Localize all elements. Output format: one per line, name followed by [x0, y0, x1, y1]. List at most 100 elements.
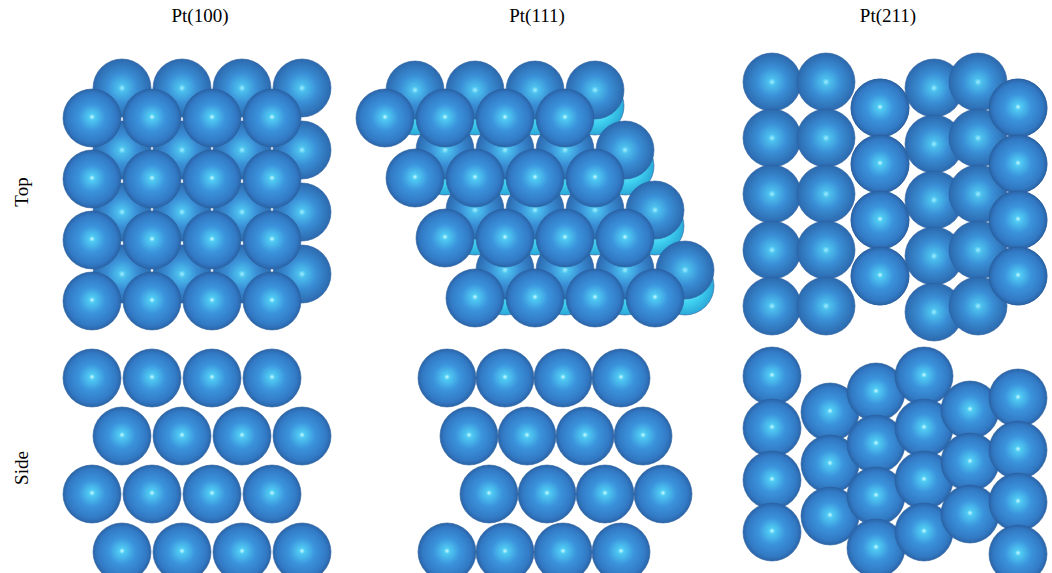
column-heading: Pt(211)	[860, 5, 916, 27]
pt-atom	[183, 349, 241, 407]
pt-atom	[851, 191, 909, 249]
pt-atom	[797, 221, 855, 279]
pt-atom	[797, 277, 855, 335]
pt-atom	[743, 165, 801, 223]
pt-atom	[243, 89, 301, 147]
pt-atom	[476, 349, 534, 407]
pt-atom	[183, 150, 241, 208]
pt-atom	[123, 465, 181, 523]
pt-atom	[123, 89, 181, 147]
column-heading: Pt(100)	[172, 5, 229, 27]
pt-atom	[626, 269, 684, 327]
pt-atom	[476, 89, 534, 147]
pt-atom	[123, 150, 181, 208]
row-heading: Side	[11, 451, 33, 485]
pt-atom	[536, 209, 594, 267]
pt-atom	[63, 211, 121, 269]
pt-atom	[243, 272, 301, 330]
pt-atom	[243, 150, 301, 208]
pt-atom	[153, 407, 211, 465]
pt-atom	[989, 191, 1047, 249]
pt-atom	[989, 421, 1047, 479]
pt-atom	[989, 369, 1047, 427]
pt-atom	[989, 191, 1047, 249]
pt-atom	[566, 149, 624, 207]
pt-atom	[273, 407, 331, 465]
pt-atom	[743, 399, 801, 457]
pt-atom	[243, 349, 301, 407]
pt-atom	[460, 465, 518, 523]
pt-atom	[534, 523, 592, 573]
pt-atom	[989, 135, 1047, 193]
pt-atom	[851, 79, 909, 137]
pt-atom	[851, 247, 909, 305]
pt-atom	[123, 272, 181, 330]
pt-atom	[213, 523, 271, 573]
pt-atom	[743, 109, 801, 167]
pt-atom	[183, 465, 241, 523]
pt-atom	[592, 523, 650, 573]
pt-atom	[446, 149, 504, 207]
pt-atom	[576, 465, 634, 523]
pt-atom	[592, 349, 650, 407]
pt-atom	[123, 349, 181, 407]
pt-atom	[743, 347, 801, 405]
pt-atom	[566, 269, 624, 327]
pt-atom	[93, 523, 151, 573]
pt-atom	[851, 135, 909, 193]
pt-atom	[506, 149, 564, 207]
pt-atom	[851, 79, 909, 137]
pt-atom	[596, 209, 654, 267]
pt-atom	[63, 89, 121, 147]
pt-atom	[63, 349, 121, 407]
pt-atom	[743, 277, 801, 335]
pt-atom	[153, 523, 211, 573]
pt-atom	[743, 503, 801, 561]
pt-atom	[273, 523, 331, 573]
pt-atom	[213, 407, 271, 465]
pt-atom	[634, 465, 692, 523]
pt-atom	[243, 211, 301, 269]
pt-atom	[440, 407, 498, 465]
pt-atom	[534, 349, 592, 407]
pt-atom	[63, 272, 121, 330]
pt-atom	[416, 89, 474, 147]
pt-atom	[446, 269, 504, 327]
pt-atom	[536, 89, 594, 147]
pt-atom	[476, 523, 534, 573]
pt-atom	[63, 465, 121, 523]
pt-atom	[183, 211, 241, 269]
pt-atom	[743, 221, 801, 279]
pt-atom	[356, 89, 414, 147]
row-heading: Top	[11, 177, 33, 206]
pt-atom	[989, 525, 1047, 573]
pt-atom	[743, 53, 801, 111]
pt-atom	[797, 165, 855, 223]
column-heading: Pt(111)	[509, 5, 565, 27]
pt-atom	[63, 150, 121, 208]
pt-atom	[386, 149, 444, 207]
pt-atom	[614, 407, 672, 465]
pt-atom	[989, 247, 1047, 305]
pt-atom	[989, 79, 1047, 137]
pt-atom	[851, 191, 909, 249]
pt-atom	[518, 465, 576, 523]
pt-atom	[498, 407, 556, 465]
pt-atom	[416, 209, 474, 267]
pt-atom	[851, 247, 909, 305]
pt-atom	[743, 451, 801, 509]
pt-atom	[476, 209, 534, 267]
pt-atom	[989, 135, 1047, 193]
pt-atom	[123, 211, 181, 269]
pt-atom	[418, 523, 476, 573]
pt-atom	[418, 349, 476, 407]
pt-atom	[989, 473, 1047, 531]
pt-atom	[183, 89, 241, 147]
pt-atom	[243, 465, 301, 523]
pt-atom	[989, 79, 1047, 137]
pt-atom	[183, 272, 241, 330]
pt-atom	[797, 109, 855, 167]
pt-atom	[506, 269, 564, 327]
pt-atom	[93, 407, 151, 465]
